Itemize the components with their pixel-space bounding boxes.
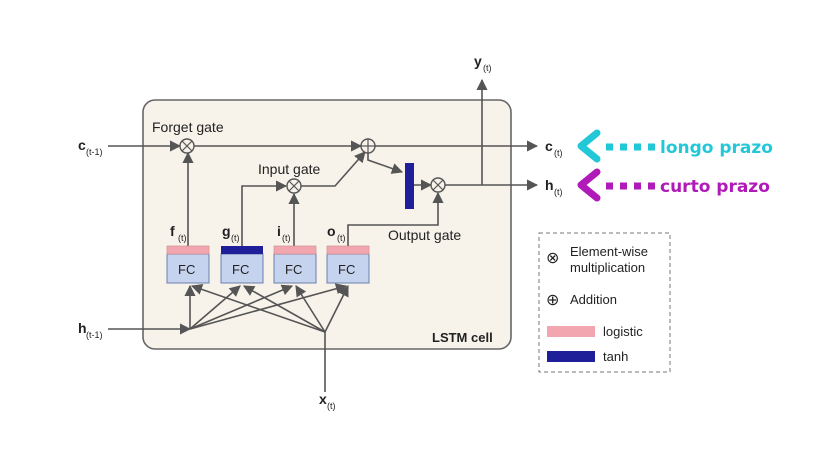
svg-text:x: x	[319, 391, 327, 407]
gate-o-letter: o	[327, 223, 336, 239]
label-h-out: h (t)	[545, 177, 563, 197]
svg-text:(t): (t)	[327, 401, 336, 411]
svg-text:h: h	[78, 320, 87, 336]
svg-text:(t): (t)	[483, 63, 492, 73]
gate-o-sub: (t)	[337, 233, 346, 243]
svg-text:y: y	[474, 53, 482, 69]
short-term-label: curto prazo	[660, 177, 770, 197]
fc-g-label: FC	[232, 262, 249, 277]
legend-logistic-label: logistic	[603, 324, 643, 339]
gate-i-sub: (t)	[282, 233, 291, 243]
o-wire	[347, 191, 444, 248]
svg-text:(t-1): (t-1)	[86, 147, 103, 157]
fc-i: FC i (t)	[273, 223, 317, 284]
legend-mult-icon: ⊗	[546, 250, 559, 267]
legend-box	[538, 232, 671, 373]
wires	[108, 78, 539, 392]
add-icon	[360, 138, 376, 154]
label-y: y (t)	[474, 53, 492, 73]
gate-f-sub: (t)	[178, 233, 187, 243]
fc-g-bar	[221, 246, 263, 254]
output-mult-icon	[430, 177, 446, 193]
gate-g-letter: g	[222, 223, 231, 239]
cyan-chevron-icon	[577, 129, 601, 163]
svg-text:c: c	[78, 137, 86, 153]
label-c-prev: c (t-1)	[78, 137, 103, 157]
lstm-cell-title: LSTM cell	[432, 330, 493, 345]
gate-i-letter: i	[277, 223, 281, 239]
svg-text:(t): (t)	[554, 187, 563, 197]
legend-mult-label-1: Element-wise	[570, 244, 648, 259]
annotation-long-term: longo prazo	[577, 129, 773, 163]
svg-text:c: c	[545, 138, 553, 154]
legend-add-icon: ⊕	[546, 292, 559, 309]
fc-f-bar	[166, 245, 210, 255]
g-wire	[241, 180, 288, 248]
fc-i-label: FC	[285, 262, 302, 277]
fc-g: FC g (t)	[220, 223, 264, 284]
long-term-label: longo prazo	[660, 138, 773, 158]
add-to-tanh-wire	[367, 153, 404, 174]
fc-f-label: FC	[178, 262, 195, 277]
input-mult-icon	[286, 178, 302, 194]
input-gate-label: Input gate	[258, 161, 320, 177]
legend: ⊗ Element-wise multiplication ⊕ Addition…	[538, 232, 671, 373]
gate-g-sub: (t)	[231, 233, 240, 243]
input-to-add-wire	[301, 151, 366, 187]
forget-gate-label: Forget gate	[152, 119, 224, 135]
cell-tanh-bar	[405, 163, 414, 209]
magenta-chevron-icon	[577, 168, 601, 202]
output-gate-label: Output gate	[388, 227, 461, 243]
legend-add-label: Addition	[570, 292, 617, 307]
forget-mult-icon	[179, 138, 195, 154]
svg-text:(t-1): (t-1)	[86, 330, 103, 340]
label-x: x (t)	[319, 391, 336, 411]
svg-text:h: h	[545, 177, 554, 193]
fc-o: FC o (t)	[326, 223, 370, 284]
svg-text:(t): (t)	[554, 148, 563, 158]
legend-mult-label-2: multiplication	[570, 260, 645, 275]
label-h-prev: h (t-1)	[78, 320, 103, 340]
fc-o-label: FC	[338, 262, 355, 277]
legend-tanh-swatch	[547, 351, 595, 362]
label-c-out: c (t)	[545, 138, 563, 158]
annotation-short-term: curto prazo	[577, 168, 770, 202]
legend-tanh-label: tanh	[603, 349, 628, 364]
fc-o-bar	[326, 245, 370, 255]
fc-i-bar	[273, 245, 317, 255]
gate-f-letter: f	[170, 223, 175, 239]
legend-logistic-swatch	[547, 326, 595, 337]
fc-f: FC f (t)	[166, 223, 210, 284]
